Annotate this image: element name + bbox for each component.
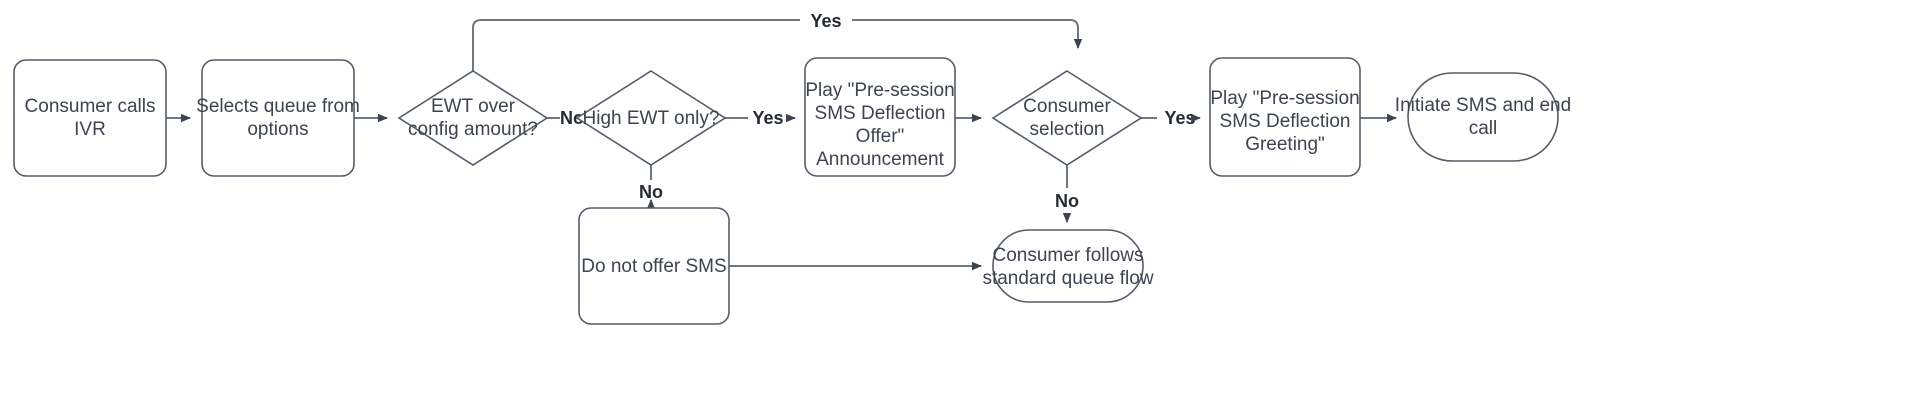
node-high-ewt-only[interactable]: High EWT only? (575, 70, 727, 166)
node-label-line: Greeting" (1245, 134, 1325, 155)
node-label-line: selection (1030, 119, 1105, 140)
edge-label-selection-yes: Yes (1164, 108, 1195, 128)
node-consumer-selection[interactable]: Consumer selection (991, 70, 1143, 166)
edge-high-ewt-no-to-do-not-offer: No (639, 165, 663, 209)
node-label-line: Consumer follows (993, 245, 1144, 266)
edge-label-high-ewt-no: No (639, 182, 663, 202)
node-play-offer-announcement[interactable]: Play "Pre-session SMS Deflection Offer" … (804, 57, 956, 177)
node-label-line: IVR (74, 119, 106, 140)
edge-label-ewt-yes: Yes (810, 11, 841, 31)
node-label-line: Consumer calls (25, 96, 156, 117)
edge-high-ewt-yes-to-announcement: Yes (725, 108, 796, 128)
node-label-line: Play "Pre-session (1210, 88, 1359, 109)
node-label-line: Play "Pre-session (805, 80, 954, 101)
node-do-not-offer-sms[interactable]: Do not offer SMS (578, 207, 730, 325)
node-label-line: Initiate SMS and end (1395, 95, 1571, 116)
node-label-line: SMS Deflection (815, 103, 946, 124)
edge-ewt-yes-to-announcement: Yes (472, 8, 1083, 71)
node-label-line: options (247, 119, 308, 140)
node-label-line: SMS Deflection (1220, 111, 1351, 132)
node-label-line: call (1469, 118, 1498, 139)
node-label-line: EWT over (431, 96, 516, 117)
node-label-line: standard queue flow (982, 268, 1153, 289)
node-shape-stadium (992, 229, 1144, 303)
edge-label-ewt-no: No (560, 108, 584, 128)
edge-label-high-ewt-yes: Yes (752, 108, 783, 128)
node-shape-rounded-rect (578, 207, 730, 325)
node-consumer-follows-queue[interactable]: Consumer follows standard queue flow (982, 229, 1154, 303)
node-initiate-sms[interactable]: Initiate SMS and end call (1395, 72, 1571, 162)
node-label-line: Do not offer SMS (581, 256, 726, 277)
node-shape-stadium (1407, 72, 1559, 162)
node-shape-diamond (397, 70, 549, 166)
node-shape-rounded-rect (1209, 57, 1361, 177)
edge-consumer-selection-yes-to-greeting: Yes (1141, 108, 1201, 128)
node-shape-rounded-rect (201, 59, 355, 177)
node-label-line: Selects queue from (196, 96, 360, 117)
node-shape-rounded-rect (804, 57, 956, 177)
node-label-line: Consumer (1023, 96, 1111, 117)
node-shape-diamond (991, 70, 1143, 166)
node-shape-diamond (575, 70, 727, 166)
node-play-greeting[interactable]: Play "Pre-session SMS Deflection Greetin… (1209, 57, 1361, 177)
node-label-line: config amount? (408, 119, 538, 140)
node-label-line: High EWT only? (583, 108, 720, 129)
edge-consumer-selection-no-to-queue-flow: No (1055, 165, 1079, 223)
node-label-line: Announcement (816, 149, 945, 170)
node-ewt-over-config[interactable]: EWT over config amount? (397, 70, 549, 166)
node-label-line: Offer" (856, 126, 905, 147)
node-consumer-calls-ivr[interactable]: Consumer calls IVR (13, 59, 167, 177)
edge-label-selection-no: No (1055, 191, 1079, 211)
node-shape-rounded-rect (13, 59, 167, 177)
node-selects-queue[interactable]: Selects queue from options (196, 59, 360, 177)
